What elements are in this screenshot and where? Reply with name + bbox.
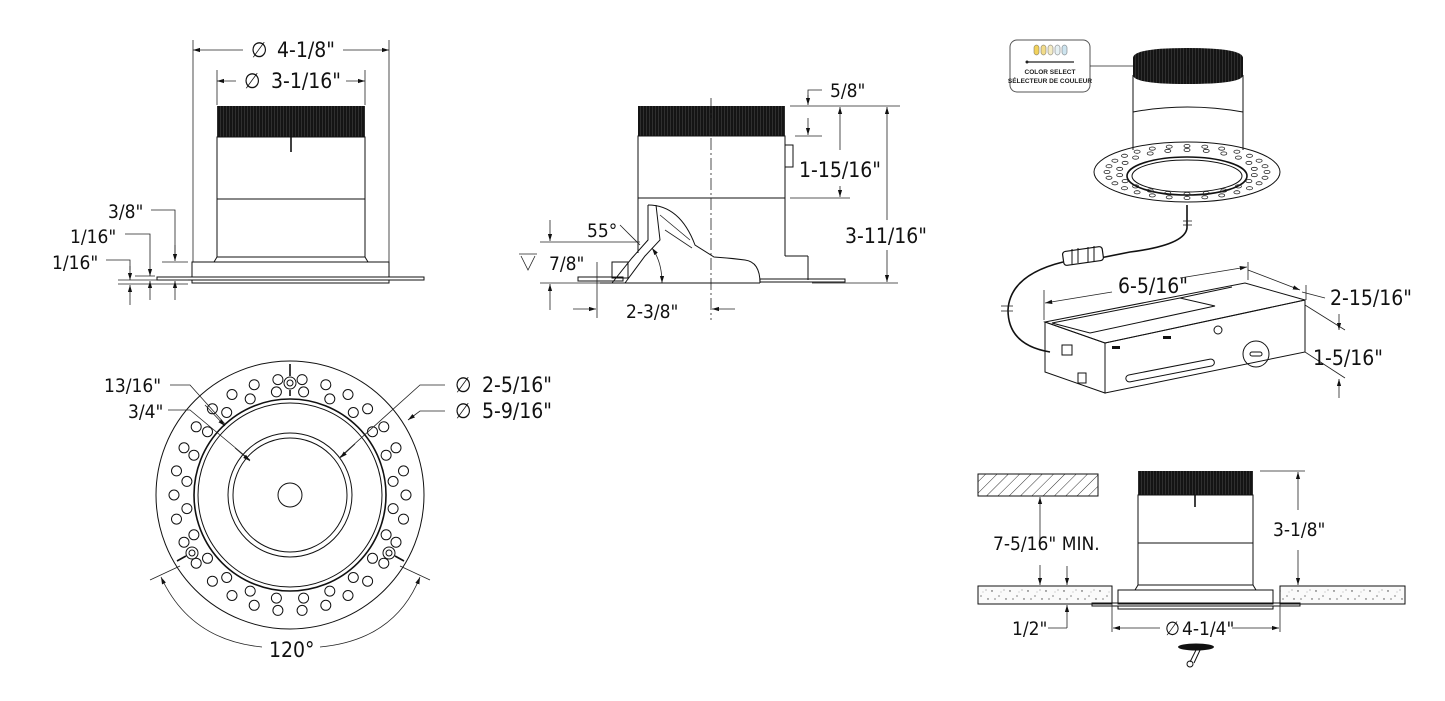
section-view: 55° 7/8" 2-3/8" 5/8" 1-15/16" 3-11/16" bbox=[519, 80, 927, 323]
color-swatch bbox=[1054, 44, 1061, 56]
dim-diameter-symbol: ∅ bbox=[455, 373, 471, 397]
dim-flange-thickness-b: 1/16" bbox=[52, 252, 98, 274]
dim-diameter-symbol: ∅ bbox=[1165, 618, 1180, 640]
hole-saw-icon bbox=[1178, 643, 1214, 668]
screw-icon bbox=[283, 364, 297, 396]
front-elevation-view: ∅ 4-1/8" ∅ 3-1/16" 3/8" 1/16" 1/16" bbox=[52, 38, 425, 305]
bottom-view: 13/16" 3/4" ∅ 2-5/16" ∅ 5-9/16" 120° bbox=[104, 360, 552, 662]
cable-connector bbox=[1062, 246, 1104, 266]
dim-flange-diameter: 5-9/16" bbox=[482, 399, 552, 423]
dim-top-band: 5/8" bbox=[830, 80, 865, 102]
color-swatch bbox=[1047, 44, 1054, 56]
dim-screw-angle: 120° bbox=[269, 638, 315, 662]
dim-flange-step: 3/8" bbox=[108, 201, 143, 223]
dim-rim-width-inner: 3/4" bbox=[128, 401, 163, 423]
color-swatch bbox=[1033, 44, 1040, 56]
dim-driver-height: 1-5/16" bbox=[1313, 346, 1383, 370]
screw-icon bbox=[176, 546, 199, 562]
mounting-holes bbox=[168, 374, 412, 616]
color-select-label: COLOR SELECT bbox=[1025, 69, 1076, 76]
dim-fixture-height: 3-1/8" bbox=[1273, 519, 1325, 541]
knurled-color-ring bbox=[638, 106, 785, 136]
dim-diameter-symbol: ∅ bbox=[244, 69, 260, 93]
installation-view: 7-5/16" MIN. 1/2" 3-1/8" ∅ 4-1/4" bbox=[977, 470, 1406, 668]
color-select-label-fr: SÉLECTEUR DE COULEUR bbox=[1008, 76, 1092, 85]
dim-cutout-diameter: 4-1/4" bbox=[1182, 618, 1234, 640]
color-select-callout: COLOR SELECT SÉLECTEUR DE COULEUR bbox=[1008, 39, 1133, 93]
ceiling-drywall bbox=[977, 585, 1113, 605]
dim-driver-length: 6-5/16" bbox=[1118, 274, 1188, 298]
dim-inner-diameter: 3-1/16" bbox=[271, 69, 341, 93]
color-swatches bbox=[1033, 44, 1068, 56]
dim-outer-diameter: 4-1/8" bbox=[277, 38, 335, 62]
ceiling-drywall bbox=[1279, 585, 1406, 605]
screw-icon bbox=[382, 546, 405, 562]
knurled-color-ring bbox=[217, 106, 365, 137]
dim-flange-thickness-a: 1/16" bbox=[70, 226, 116, 248]
dim-diameter-symbol: ∅ bbox=[455, 399, 471, 423]
dim-overall-height: 3-11/16" bbox=[845, 224, 927, 248]
dim-clearance: 7-5/16" MIN. bbox=[993, 533, 1100, 555]
color-swatch bbox=[1061, 44, 1068, 56]
dim-recess-depth: 7/8" bbox=[549, 253, 584, 275]
dim-driver-width: 2-15/16" bbox=[1330, 286, 1412, 310]
driver-junction-box bbox=[1043, 282, 1306, 394]
dim-aperture-diameter: 2-5/16" bbox=[482, 373, 552, 397]
joist-section bbox=[977, 473, 1099, 497]
dim-housing-upper: 1-15/16" bbox=[799, 158, 881, 182]
color-swatch bbox=[1040, 44, 1047, 56]
dim-cutoff-angle: 55° bbox=[587, 220, 617, 242]
knurled-color-ring bbox=[1138, 471, 1253, 495]
mounting-holes bbox=[1103, 143, 1271, 200]
dim-rim-width-outer: 13/16" bbox=[104, 375, 161, 397]
dim-half-width: 2-3/8" bbox=[626, 301, 678, 323]
dim-ceiling-thickness: 1/2" bbox=[1012, 618, 1047, 640]
dim-diameter-symbol: ∅ bbox=[251, 38, 267, 62]
isometric-view: COLOR SELECT SÉLECTEUR DE COULEUR bbox=[1001, 39, 1412, 398]
